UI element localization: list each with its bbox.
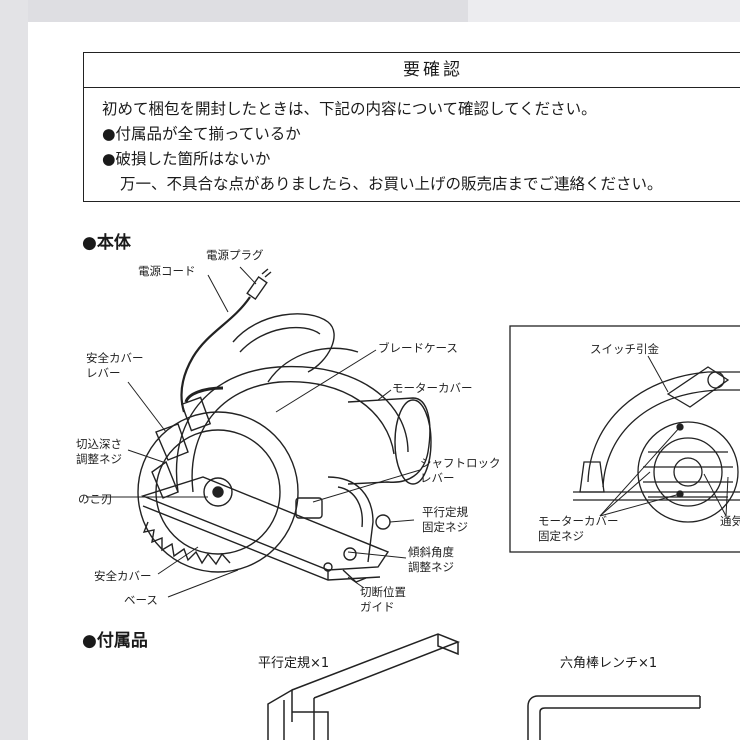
manual-page: 要確認 初めて梱包を開封したときは、下記の内容について確認してください。 ●付属… <box>28 22 740 740</box>
label-shaft-lock-2: レバー <box>420 471 455 485</box>
label-power-plug: 電源プラグ <box>206 248 264 262</box>
label-power-cord: 電源コード <box>138 264 196 278</box>
circular-saw-illustration <box>86 266 740 740</box>
viewer-margin <box>0 0 28 740</box>
label-cut-guide-2: ガイド <box>360 600 395 614</box>
label-hex-wrench: 六角棒レンチ×1 <box>560 656 658 671</box>
label-safety-cover: 安全カバー <box>94 569 152 583</box>
notice-check-accessories: ●付属品が全て揃っているか <box>102 125 301 143</box>
notice-heading: 要確認 <box>84 53 740 88</box>
notice-intro: 初めて梱包を開封したときは、下記の内容について確認してください。 <box>102 100 597 118</box>
label-parallel-guide: 平行定規×1 <box>258 656 330 671</box>
label-parallel-guide-screw-2: 固定ネジ <box>422 520 468 534</box>
label-bevel-screw-2: 調整ネジ <box>408 560 454 574</box>
label-bevel-screw-1: 傾斜角度 <box>408 545 454 559</box>
label-shaft-lock-1: シャフトロック <box>420 456 501 470</box>
label-vent-partial: 通気 <box>720 514 740 528</box>
label-motor-cover-screw-2: 固定ネジ <box>538 529 584 543</box>
label-cut-guide-1: 切断位置 <box>360 585 406 599</box>
label-blade-case: ブレードケース <box>378 341 458 355</box>
label-motor-cover-screw-1: モーターカバー <box>538 514 619 528</box>
label-switch-trigger: スイッチ引金 <box>590 342 659 356</box>
previous-page-edge-right <box>468 0 740 22</box>
notice-closing: 万一、不具合な点がありましたら、お買い上げの販売店までご連絡ください。 <box>120 175 663 193</box>
body-section-heading: ●本体 <box>82 233 131 253</box>
notice-check-damage: ●破損した箇所はないか <box>102 150 271 168</box>
label-safety-cover-lever-2: レバー <box>86 366 121 380</box>
label-safety-cover-lever-1: 安全カバー <box>86 351 144 365</box>
accessories-section-heading: ●付属品 <box>82 631 148 651</box>
previous-page-edge <box>28 0 468 22</box>
confirmation-notice-box: 要確認 初めて梱包を開封したときは、下記の内容について確認してください。 ●付属… <box>83 52 740 202</box>
label-base: ベース <box>124 593 158 607</box>
label-parallel-guide-screw-1: 平行定規 <box>422 505 468 519</box>
label-depth-screw-1: 切込深さ <box>76 437 122 451</box>
label-saw-blade: のこ刃 <box>78 492 113 506</box>
label-depth-screw-2: 調整ネジ <box>76 452 122 466</box>
label-motor-cover: モーターカバー <box>392 381 473 395</box>
